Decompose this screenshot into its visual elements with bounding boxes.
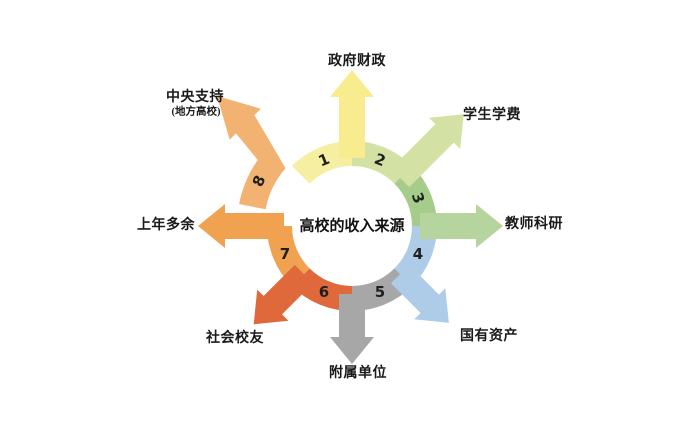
label-last-year-surplus: 上年多余 <box>137 218 195 233</box>
segment-number-7: 7 <box>279 245 291 263</box>
diagram-title: 高校的收入来源 <box>299 218 405 235</box>
arrow-8 <box>217 96 286 210</box>
label-state-assets: 国有资产 <box>460 329 518 344</box>
segment-number-4: 4 <box>412 245 424 263</box>
arrow-7 <box>198 204 284 248</box>
arrow-3 <box>420 204 503 248</box>
label-social-alumni: 社会校友 <box>206 331 264 346</box>
label-government-finance: 政府财政 <box>328 54 386 69</box>
label-central-support-sub: (地方高校) <box>171 106 221 118</box>
arrow-4 <box>390 264 449 323</box>
arrow-1 <box>330 70 374 158</box>
ring-segment-1 <box>291 141 352 184</box>
segment-number-6: 6 <box>318 283 330 301</box>
label-affiliated-units: 附属单位 <box>329 366 387 381</box>
label-central-support: 中央支持 <box>166 90 224 105</box>
arrow-5 <box>330 294 374 364</box>
label-teacher-research: 教师科研 <box>505 217 563 232</box>
label-student-tuition: 学生学费 <box>463 108 521 123</box>
segment-number-5: 5 <box>374 283 386 301</box>
arrow-6 <box>253 264 314 325</box>
arrow-2 <box>390 114 464 188</box>
